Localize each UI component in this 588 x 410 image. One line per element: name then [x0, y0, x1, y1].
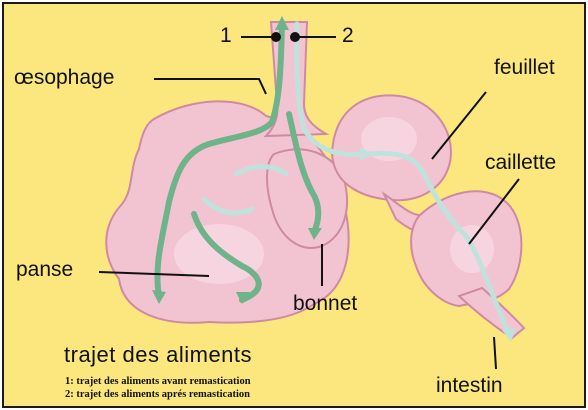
stomach-shape: [106, 22, 524, 338]
caption-line-1: 1: trajet des aliments avant remasticati…: [65, 376, 251, 387]
abomasum-label: caillette: [485, 152, 556, 173]
oesophagus-label: œsophage: [14, 67, 114, 88]
marker-1-label: 1: [220, 25, 232, 46]
intestine-leader: [494, 337, 496, 369]
marker-2-label: 2: [342, 25, 354, 46]
caption-line-2: 2: trajet des aliments aprés remasticati…: [65, 389, 250, 400]
reticulum-label: bonnet: [293, 293, 357, 314]
marker-1-dot: [271, 32, 281, 42]
caption-title: trajet des aliments: [64, 342, 252, 368]
marker-2-dot: [290, 32, 300, 42]
rumen-label: panse: [16, 259, 73, 280]
omasum-label: feuillet: [494, 57, 555, 78]
oesophagus-leader: [154, 79, 266, 94]
intestine-label: intestin: [436, 375, 503, 396]
